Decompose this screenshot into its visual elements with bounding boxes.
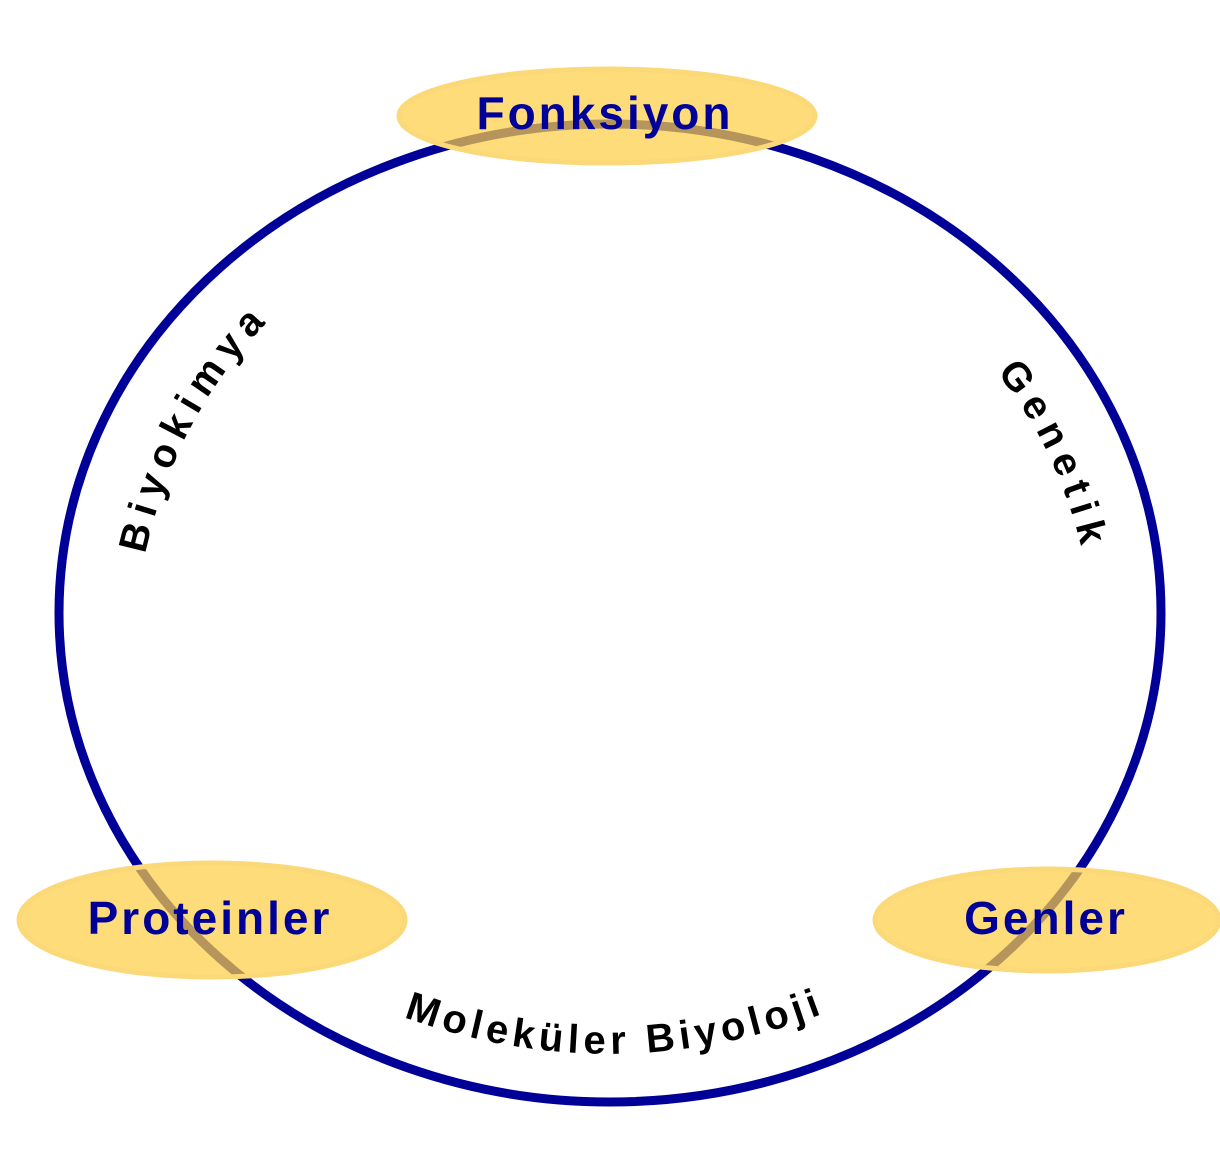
arc-label-biyokimya: Biyokimya	[111, 293, 278, 556]
node-fonksiyon: Fonksiyon	[396, 66, 818, 166]
node-bubble	[16, 860, 408, 980]
node-bubble	[872, 866, 1220, 974]
arc-label-molekuler-biyoloji: Moleküler Biyoloji	[401, 980, 830, 1063]
node-label-genler: Genler	[964, 892, 1128, 944]
arc-text-molekuler-biyoloji: Moleküler Biyoloji	[401, 980, 825, 1063]
node-label-fonksiyon: Fonksiyon	[476, 87, 733, 139]
node-bubble	[396, 66, 818, 166]
arc-text-biyokimya: Biyokimya	[111, 293, 270, 556]
node-label-proteinler: Proteinler	[88, 892, 333, 944]
node-proteinler: Proteinler	[16, 860, 408, 980]
node-genler: Genler	[872, 866, 1220, 974]
